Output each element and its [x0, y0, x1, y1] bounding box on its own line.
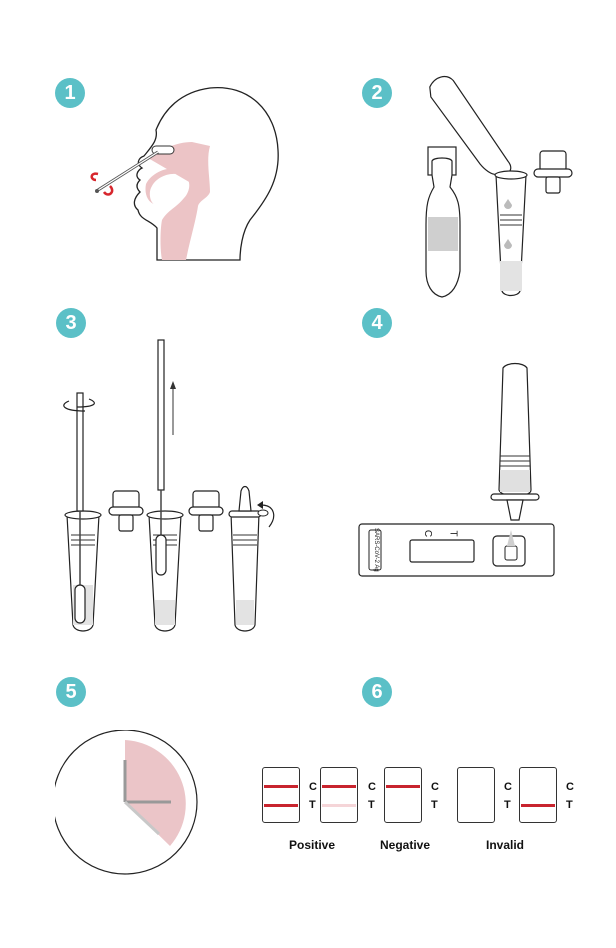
invalid-strip-1	[457, 767, 495, 823]
negative-strip	[384, 767, 422, 823]
swab-rotate-and-cap-illustration	[63, 339, 275, 632]
positive-caption: Positive	[288, 838, 336, 852]
test-line	[521, 804, 555, 807]
positive-strip-2	[320, 767, 358, 823]
c-label: C	[566, 781, 574, 793]
timer-clock-icon	[55, 730, 198, 875]
t-label: T	[431, 799, 438, 811]
t-label: T	[504, 799, 511, 811]
t-label: T	[566, 799, 573, 811]
step-3-badge: 3	[56, 308, 86, 338]
step-1-badge: 1	[55, 78, 85, 108]
cassette-t-label: T	[447, 530, 459, 537]
test-line	[264, 804, 298, 807]
buffer-and-tube-illustration	[425, 75, 573, 298]
t-label: T	[309, 799, 316, 811]
test-line-faint	[322, 804, 356, 807]
c-label: C	[504, 781, 512, 793]
t-label: T	[368, 799, 375, 811]
control-line	[386, 785, 420, 788]
c-label: C	[309, 781, 317, 793]
cassette-brand-label: SARS-CoV-2 Ag	[373, 528, 379, 572]
invalid-caption: Invalid	[485, 838, 524, 852]
step-4-badge: 4	[362, 308, 392, 338]
invalid-strip-2	[519, 767, 557, 823]
cassette-c-label: C	[422, 529, 434, 538]
step-2-badge: 2	[362, 78, 392, 108]
positive-strip-1	[262, 767, 300, 823]
c-label: C	[431, 781, 439, 793]
step-6-badge: 6	[362, 677, 392, 707]
head-profile-swab-illustration	[90, 86, 279, 261]
apply-sample-to-cassette-illustration	[358, 362, 555, 577]
step-5-badge: 5	[56, 677, 86, 707]
control-line	[264, 785, 298, 788]
negative-caption: Negative	[379, 838, 431, 852]
control-line	[322, 785, 356, 788]
c-label: C	[368, 781, 376, 793]
